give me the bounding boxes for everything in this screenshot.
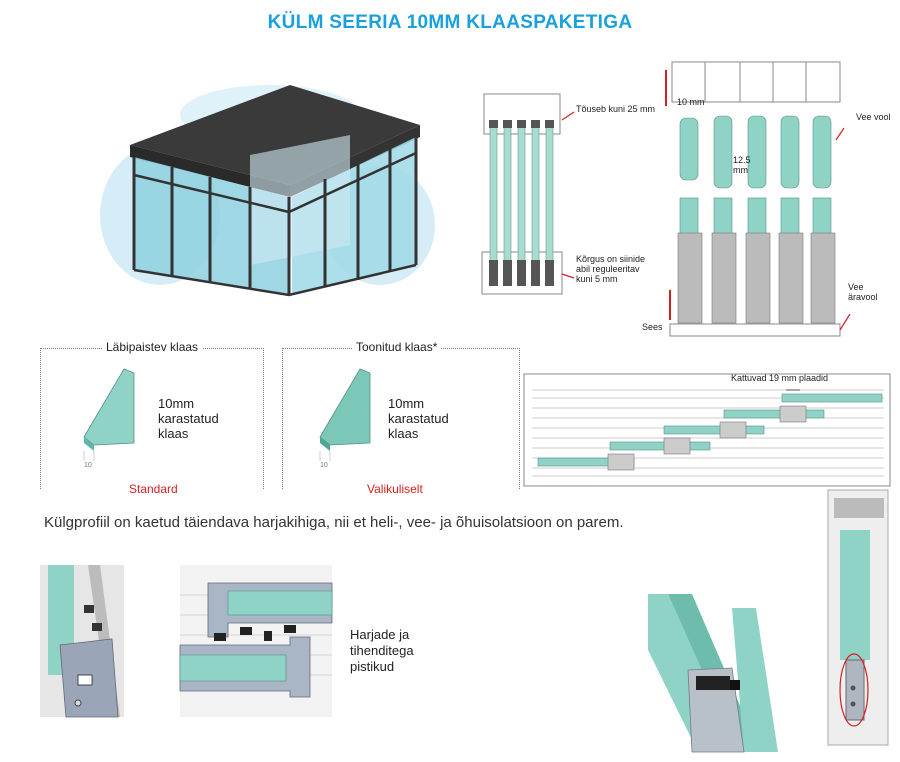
connector-label-3: pistikud	[350, 659, 395, 674]
clear-glass-title: Läbipaistev klaas	[102, 340, 203, 354]
connector-label-1: Harjade ja	[350, 627, 410, 642]
spacing-unit-label: mm	[733, 165, 748, 175]
clear-glass-desc-2: karastatud	[158, 411, 219, 426]
gap-label: 10 mm	[677, 97, 705, 107]
side-profile-caption: Külgprofiil on kaetud täiendava harjakih…	[44, 514, 624, 531]
tinted-glass-section-icon	[319, 368, 371, 461]
clear-glass-desc-3: klaas	[158, 426, 189, 441]
spacing-label: 12.5	[733, 155, 751, 165]
water-flow-label: Vee vool	[856, 112, 891, 122]
page-title: KÜLM SEERIA 10MM KLAASPAKETIGA	[267, 12, 633, 33]
clear-glass-section-icon	[83, 368, 135, 461]
glass-pavilion-illustration	[100, 85, 435, 297]
height-label: Kõrgus on siinide abil reguleeritav kuni…	[576, 254, 646, 284]
tinted-glass-title: Toonitud klaas*	[352, 340, 442, 354]
water-drain-label-1: Vee	[848, 282, 864, 292]
clear-glass-desc-1: 10mm	[158, 396, 195, 411]
tinted-glass-dim: 10	[320, 462, 328, 469]
section-diagram	[665, 61, 851, 337]
tinted-glass-desc-2: karastatud	[388, 411, 449, 426]
tinted-glass-desc-3: klaas	[388, 426, 419, 441]
brush-connector-diagram	[179, 565, 333, 717]
clear-glass-box	[40, 348, 264, 489]
corner-seal-3d-illustration	[648, 489, 889, 753]
side-profile-detail-illustration	[40, 565, 124, 718]
profile-diagram	[481, 93, 575, 295]
rise-label: Tõuseb kuni 25 mm	[576, 104, 656, 114]
overlap-label: Kattuvad 19 mm plaadid	[731, 373, 829, 383]
inside-label: Sees	[642, 322, 663, 332]
standard-tag: Standard	[126, 482, 181, 496]
water-drain-label-2: äravool	[848, 292, 878, 302]
tinted-glass-desc-1: 10mm	[388, 396, 425, 411]
connector-label-2: tihenditega	[350, 643, 414, 658]
overlap-panels-diagram	[523, 373, 891, 487]
optional-tag: Valikuliselt	[364, 482, 426, 496]
clear-glass-dim: 10	[84, 462, 92, 469]
